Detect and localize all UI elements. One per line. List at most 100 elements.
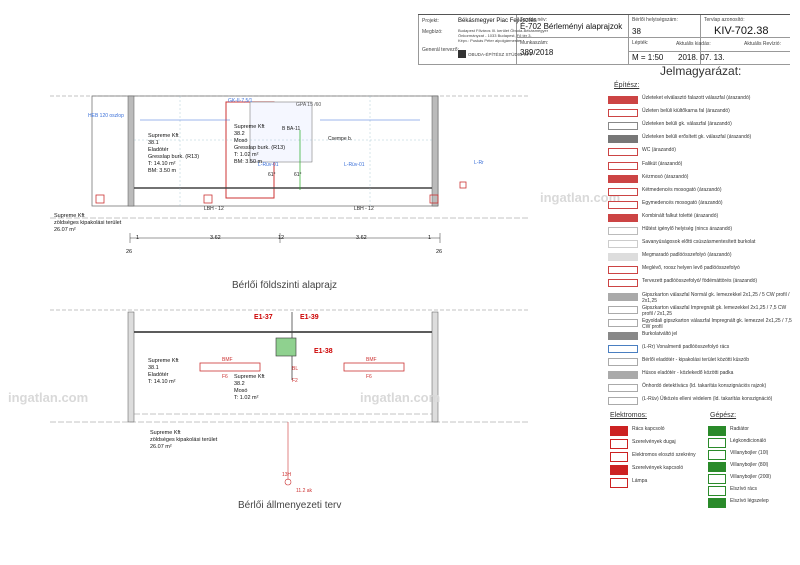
legend-item-label: Falikút (árazandó) (642, 160, 683, 167)
elec-legend-item: Szerelvények kapcsoló (610, 463, 700, 475)
room-area: 26.07 m² (54, 227, 76, 233)
legend-item-label: Önhordó detektívács (ld. takarítás konsz… (642, 383, 767, 390)
legend-item-label: Bérlői eladótér - kipakolási terület köz… (642, 357, 749, 363)
ceiling-plan (50, 309, 530, 486)
legend-item-label: Gipszkarton válaszfal Impregnált gk. lem… (642, 304, 787, 317)
room-finish: Gresslap burk. (R13) (234, 145, 286, 151)
legend-symbol-icon (608, 135, 638, 144)
ceiling-plan-caption: Bérlői állmenyezeti terv (238, 500, 342, 511)
watermark: ingatlan.com (8, 390, 89, 405)
mech-symbol-icon (708, 486, 726, 496)
room-number: 38.2 (234, 381, 245, 387)
project-label: Projekt: (422, 18, 439, 24)
plan-label: LBH - 12 (354, 206, 374, 212)
legend-symbol-icon (608, 331, 638, 340)
issue-date: 2018. 07. 13. (678, 53, 725, 62)
legend-item-label: Üzleteket elválasztó falazott válaszfal … (642, 95, 751, 101)
plan-label: L-Rr (474, 160, 484, 166)
legend-item-label: Tervezett padlóösszefolyó/ födémáttörés … (642, 278, 758, 285)
legend-title: Jelmagyarázat: (660, 64, 742, 78)
room-tenant: Supreme Kft (148, 358, 179, 364)
legend-item: Kombinált falkut toletté (árazandó) (608, 212, 798, 222)
designer-name: OBUDA-ÉPÍTÉSZ STÚDIÓ KFT (468, 52, 533, 57)
legend-symbol-icon (608, 371, 638, 380)
legend-item: Egymedencés mosogató (árazandó) (608, 199, 798, 209)
date-label: Aktuális kiadás: (676, 41, 711, 47)
client-line-2: Önkormányzat - 1033 Budapest, Fő tér 3. (458, 33, 532, 38)
legend-symbol-icon (608, 213, 638, 222)
legend-item: Meglévő, roosz helyen levő padlóösszefol… (608, 264, 798, 275)
legend-item: Megmaradó padlóösszefolyó (árazandó) (608, 251, 798, 262)
room-height: BM: 3.50 m (234, 159, 263, 165)
legend-symbol-icon (608, 253, 638, 262)
legend-item: (L-Rr) Vonalmenti padlóösszefolyó rács (608, 343, 798, 353)
legend-item: Tervezett padlóösszefolyó/ födémáttörés … (608, 277, 798, 288)
legend-item: Bérlői eladótér - kipakolási terület köz… (608, 356, 798, 366)
room-kipakolas-ceiling: Supreme Kft zöldséges kipakolási terület… (150, 430, 217, 451)
legend-item-label: Üzleten belüli kiültőkarna fal (árazandó… (642, 108, 730, 115)
misc-label: 13H (282, 472, 292, 478)
room-tenant: Supreme Kft (234, 374, 265, 380)
room-eladoter: Supreme Kft 38.1 Eladótér Gresslap burk.… (148, 133, 199, 175)
mech-legend-item: Légkondicionáló (708, 436, 798, 448)
legend-symbol-icon (608, 384, 638, 393)
legend-item-label: Burkolatváltó jel (642, 330, 678, 337)
elec-symbol-icon (610, 465, 628, 475)
legend-symbol-icon (608, 122, 638, 131)
legend-item-label: Kézmosó (árazandó) (642, 173, 689, 180)
elec-legend-item-label: Szerelvények kapcsoló (632, 465, 684, 471)
legend-elec-title: Elektromos: (610, 412, 647, 419)
room-tenant: Supreme Kft (148, 133, 179, 139)
project-name: Békásmegyer Piac Fejlesztés (458, 18, 537, 24)
mech-legend-item-label: Villanybojler (10l) (730, 450, 769, 456)
room-name: Eladótér (148, 147, 169, 153)
mech-legend-item-label: Villanybojler (80l) (730, 462, 769, 468)
misc-label: 11.2 ak (296, 488, 313, 494)
room-area: 26.07 m² (150, 444, 172, 450)
misc-label: F2 (292, 378, 298, 384)
legend-item-label: Egymedencés mosogató (árazandó) (642, 199, 723, 206)
legend-item: Gipszkarton válaszfal Impregnált gk. lem… (608, 304, 798, 317)
elec-symbol-icon (610, 439, 628, 449)
dim-label: 12 (278, 235, 285, 241)
elec-symbol-icon (610, 426, 628, 436)
legend-symbol-icon (608, 358, 638, 366)
room-area: T: 14.10 m² (148, 379, 176, 385)
client-line-3: Képv.: Puskás Péter alpolgármester (458, 38, 522, 43)
plan-label: Csempe b. (328, 136, 353, 142)
legend-item: Egyoldali gipszkarton válaszfal Impregná… (608, 317, 798, 330)
room-number: 38.2 (234, 131, 245, 137)
legend-symbol-icon (608, 148, 638, 157)
legend-symbol-icon (608, 279, 638, 288)
legend-item: Üzleteket elválasztó falazott válaszfal … (608, 94, 798, 104)
legend-symbol-icon (608, 227, 638, 235)
legend-symbol-icon (608, 318, 638, 327)
dim-label: 3.62 (210, 235, 221, 241)
tag-e1-37: E1-37 (254, 314, 273, 321)
misc-label: BL (292, 366, 299, 372)
room-name: zöldséges kipakolási terület (150, 437, 218, 443)
plan-label: 61° (294, 172, 302, 178)
legend-symbol-icon (608, 344, 638, 353)
legend-item: Üzleteken belüli erősített gk. válaszfal… (608, 133, 798, 144)
lessee-label: Bérlői helyiségszám: (632, 17, 678, 23)
legend-item: Burkolatváltó jel (608, 330, 798, 340)
mech-legend-item: Villanybojler (80l) (708, 460, 798, 472)
legend-item: (L-Rüv) Ütközés elleni védelem (ld. taka… (608, 395, 798, 406)
room-area: T: 1.02 m² (234, 152, 259, 158)
mech-legend-item-label: Elszívó légszelep (730, 498, 769, 504)
plan-label: GPA 15 /60 (296, 102, 322, 108)
legend-symbol-icon (608, 96, 638, 104)
legend-symbol-icon (608, 109, 638, 118)
sheet-id: KIV-702.38 (714, 25, 769, 37)
elec-legend-item: Elektromos elosztó szekrény (610, 450, 700, 462)
title-block: Projekt: Békásmegyer Piac Fejlesztés Meg… (418, 14, 790, 65)
mech-symbol-icon (708, 426, 726, 436)
legend-item: Gipszkarton válaszfal Normál gk. lemezek… (608, 291, 798, 304)
revision-label: Aktuális Revízió: (744, 41, 781, 47)
plan-label: L-Rüv-01 (344, 162, 365, 168)
job-number: 389/2018 (520, 48, 554, 57)
legend-item: Falikút (árazandó) (608, 160, 798, 170)
elec-legend-item-label: Lámpa (632, 478, 648, 484)
legend-symbol-icon (608, 174, 638, 183)
